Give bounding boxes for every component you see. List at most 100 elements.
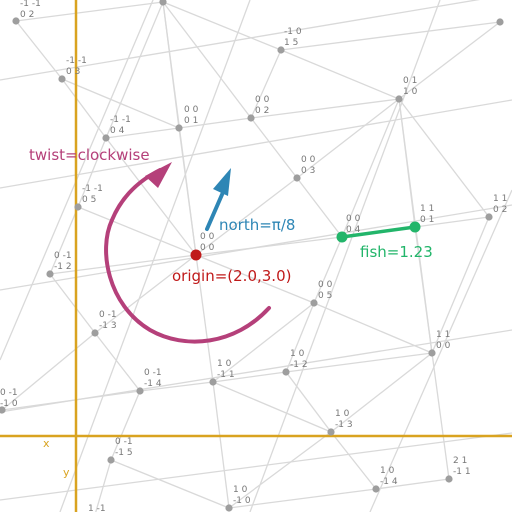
lattice-edge (94, 332, 141, 392)
node-label-line1: -1 -1 (82, 184, 103, 194)
lattice-edge (15, 20, 63, 80)
lattice-edge (431, 216, 490, 354)
node-label-line1: 0 0 (255, 95, 270, 105)
lattice-node (310, 299, 318, 307)
node-label-line2: 1 0 (403, 87, 418, 97)
node-label-line1: -1 -1 (20, 0, 41, 9)
lattice-edge (212, 371, 287, 383)
lattice-node (327, 428, 335, 436)
lattice-edge (162, 1, 282, 51)
node-label-line2: 1 5 (284, 38, 298, 48)
north-annotation: north=π/8 (205, 168, 295, 234)
lattice-edge (228, 488, 377, 509)
node-label-line2: 0 0 (200, 243, 215, 253)
lattice-guide-line (0, 99, 512, 189)
lattice-node (136, 387, 144, 395)
node-label-line2: 0 3 (66, 67, 80, 77)
lattice-node (485, 213, 493, 221)
lattice-edge (77, 206, 197, 256)
node-label-line1: 2 1 (453, 456, 467, 466)
node-label-line1: 0 0 (184, 105, 199, 115)
lattice-guide-line (0, 0, 481, 81)
node-label-line1: 1 1 (436, 330, 450, 340)
lattice-guide-line (0, 0, 154, 361)
lattice-edge (1, 390, 141, 411)
lattice-edge (313, 302, 433, 354)
node-label-line1: 1 -1 (88, 504, 106, 512)
lattice-edge (1, 332, 96, 411)
x-axis-label: x (43, 437, 50, 450)
node-label-line1: 0 -1 (0, 388, 18, 398)
node-label-line1: -1 0 (284, 27, 302, 37)
lattice-edge (94, 254, 197, 334)
lattice-edge (431, 352, 450, 480)
lattice-edge (195, 236, 343, 256)
lattice-node (445, 475, 453, 483)
lattice-edge (414, 226, 433, 354)
lattice-edge (285, 302, 315, 373)
twist-arrow-head (145, 162, 172, 188)
node-label-line2: 0 4 (346, 225, 361, 235)
node-label-line1: 0 -1 (99, 310, 117, 320)
lattice-edge (375, 478, 450, 490)
lattice-edge (414, 216, 490, 228)
lattice-edge (195, 177, 298, 256)
lattice-guide-line (0, 432, 512, 501)
fish-endpoint-end (409, 221, 421, 233)
node-label-line1: 0 0 (346, 214, 361, 224)
node-label-line2: 0 5 (82, 195, 96, 205)
lattice-edge (250, 117, 298, 179)
lattice-edge (49, 254, 197, 275)
node-label-line2: -1 0 (233, 496, 251, 506)
lattice-edge (285, 371, 332, 433)
node-label-line2: 0 0 (436, 341, 451, 351)
node-label-line2: -1 4 (144, 379, 162, 389)
origin-annotation: origin=(2.0,3.0) (172, 249, 291, 285)
node-label-line2: 0 2 (255, 106, 269, 116)
node-label-line2: 0 4 (110, 126, 125, 136)
node-label-line1: 1 0 (335, 409, 350, 419)
node-label-line1: -1 -1 (66, 56, 87, 66)
lattice-edge (280, 21, 501, 51)
lattice-node (107, 456, 115, 464)
lattice-edge (313, 236, 343, 304)
lattice-guide-line (59, 0, 251, 512)
lattice-edge (280, 49, 400, 100)
lattice-node (372, 485, 380, 493)
node-label-line2: -1 2 (54, 262, 72, 272)
lattice-node (91, 329, 99, 337)
north-arrow-head (213, 168, 231, 196)
fish-endpoint-start (336, 231, 348, 243)
node-label-line1: 0 -1 (144, 368, 162, 378)
lattice-edge (15, 1, 164, 22)
fish-label: fish=1.23 (360, 243, 433, 261)
twist-arrow-arc (104, 168, 271, 344)
lattice-edge (178, 117, 252, 129)
node-label-line2: -1 3 (99, 321, 117, 331)
lattice-edge (228, 431, 332, 509)
lattice-node (74, 203, 82, 211)
node-label-line2: -1 3 (335, 420, 353, 430)
node-label-line2: -1 2 (290, 360, 308, 370)
lattice-edge (110, 390, 141, 461)
lattice-edge (398, 98, 490, 218)
lattice-edge (341, 98, 400, 238)
lattice-node (293, 174, 301, 182)
lattice-edge (162, 1, 252, 119)
lattice-node (175, 124, 183, 132)
lattice-edge (61, 78, 107, 139)
lattice-edge (285, 352, 433, 373)
lattice-node (102, 134, 110, 142)
lattice-edge (105, 127, 180, 139)
node-label-line2: 0 2 (493, 205, 507, 215)
lattice-guide-line (249, 0, 441, 512)
lattice-edge (105, 137, 197, 256)
twist-annotation: twist=clockwise (29, 146, 271, 344)
lattice-edge (330, 431, 377, 490)
lattice-node (277, 46, 285, 54)
node-label-line1: 0 0 (301, 155, 316, 165)
lattice-edge (178, 127, 197, 256)
